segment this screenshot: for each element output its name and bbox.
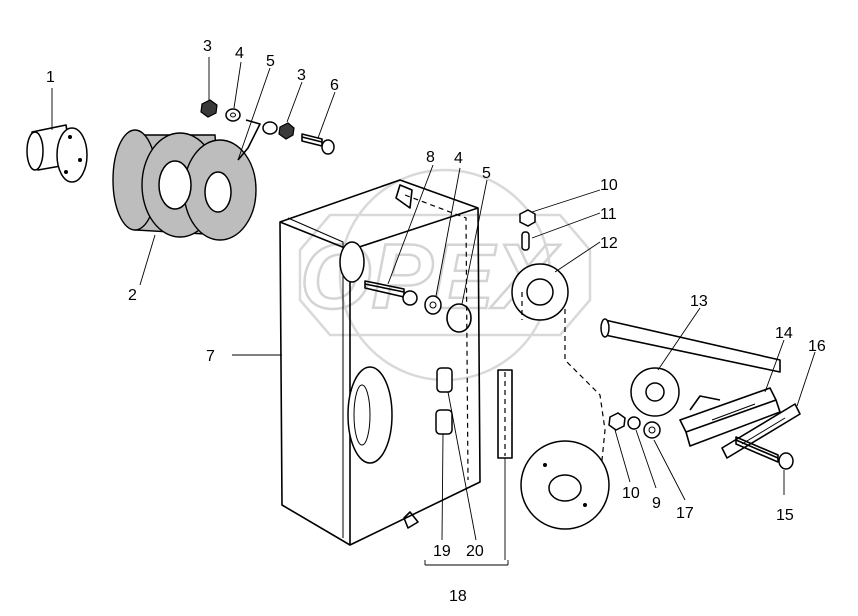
part-5-snap-ring [446, 303, 472, 333]
callout-3-top: 3 [203, 38, 212, 55]
part-17-washer [643, 421, 661, 439]
callout-3-right: 3 [297, 67, 306, 84]
callouts: 1 2 3 3 4 4 5 5 6 7 8 9 10 10 11 12 13 1… [46, 38, 826, 605]
callout-10-top: 10 [600, 177, 618, 194]
callout-10-lower: 10 [622, 485, 640, 502]
callout-6: 6 [330, 77, 339, 94]
callout-15: 15 [776, 507, 794, 524]
part-14-bracket [679, 387, 781, 447]
callout-4-mid: 4 [454, 150, 463, 167]
callout-14: 14 [775, 325, 793, 342]
part-4-washer-mid [424, 295, 442, 315]
part-7-housing-box [279, 179, 481, 546]
callout-5-mid: 5 [482, 165, 491, 182]
part-8-bolt [364, 280, 418, 306]
part-15-bolt [735, 436, 794, 470]
part-11-pin [521, 231, 530, 251]
part-13-sprocket [630, 367, 680, 417]
leader-lines [51, 57, 816, 566]
part-10-nut-top [519, 209, 536, 227]
callout-16: 16 [808, 338, 826, 355]
part-19-chain-link [435, 367, 453, 435]
callout-4-top: 4 [235, 45, 244, 62]
callout-1: 1 [46, 69, 55, 86]
part-4-washer-right [262, 121, 278, 135]
part-9-washer [627, 416, 641, 430]
part-20-chain [497, 369, 513, 459]
part-10-nut-lower [608, 412, 626, 431]
part-3-nut-right [278, 122, 295, 140]
part-5-spring-top [237, 119, 261, 161]
callout-9: 9 [652, 495, 661, 512]
callout-20: 20 [466, 543, 484, 560]
callout-18: 18 [449, 588, 467, 605]
callout-13: 13 [690, 293, 708, 310]
part-1-flanged-sleeve [26, 124, 88, 183]
part-13-splined-shaft [600, 318, 781, 373]
part-12-drive-sprocket [511, 263, 569, 321]
callout-12: 12 [600, 235, 618, 252]
part-4-washer-top [225, 108, 241, 122]
part-2-coupling-drum [112, 129, 257, 241]
callout-17: 17 [676, 505, 694, 522]
part-6-bolt [301, 133, 335, 155]
callout-5-top: 5 [266, 53, 275, 70]
callout-7: 7 [206, 348, 215, 365]
part-large-sprocket [520, 440, 610, 530]
callout-2: 2 [128, 287, 137, 304]
callout-8: 8 [426, 149, 435, 166]
callout-11: 11 [600, 206, 617, 223]
part-16-plate [721, 403, 801, 459]
part-3-nut-top [200, 99, 218, 118]
callout-19: 19 [433, 543, 451, 560]
